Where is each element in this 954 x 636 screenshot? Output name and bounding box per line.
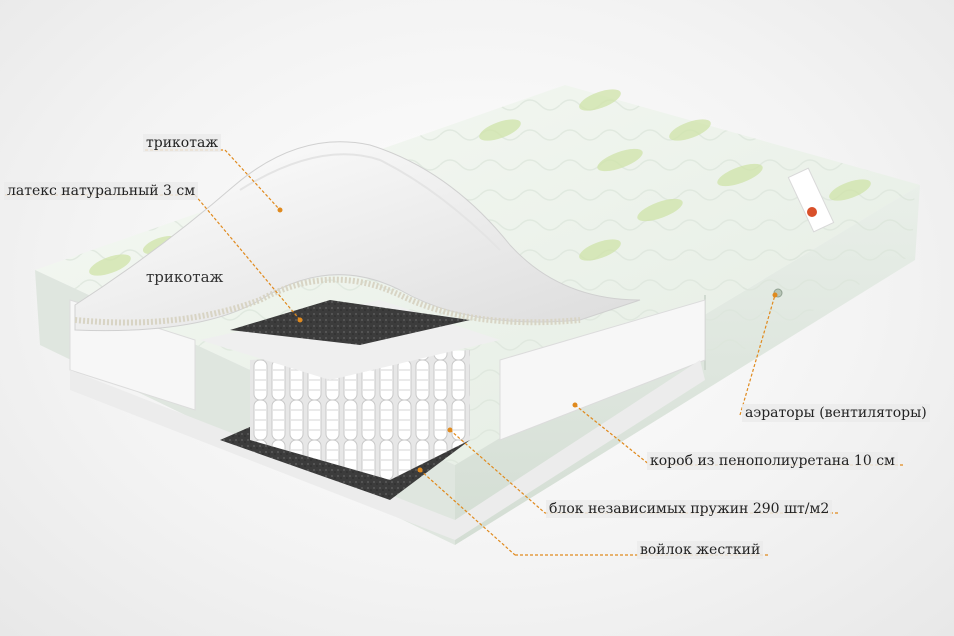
label-knit-inner: трикотаж bbox=[146, 268, 224, 286]
label-knit-top: трикотаж bbox=[143, 134, 222, 152]
label-latex: латекс натуральный 3 см bbox=[4, 182, 199, 200]
brand-tag bbox=[787, 167, 835, 233]
label-felt: войлок жесткий bbox=[637, 541, 764, 559]
label-foam-box: короб из пенополиуретана 10 см bbox=[647, 452, 898, 470]
label-aerators: аэраторы (вентиляторы) bbox=[742, 404, 930, 422]
foam-box-bottom bbox=[70, 360, 705, 540]
label-springs: блок независимых пружин 290 шт/м2 bbox=[546, 500, 833, 518]
felt-top-layer bbox=[230, 300, 470, 345]
latex-layer-edge bbox=[74, 276, 581, 326]
spring-block bbox=[250, 350, 470, 480]
foam-box-right bbox=[499, 299, 706, 441]
peeled-knit-layer bbox=[74, 141, 641, 332]
